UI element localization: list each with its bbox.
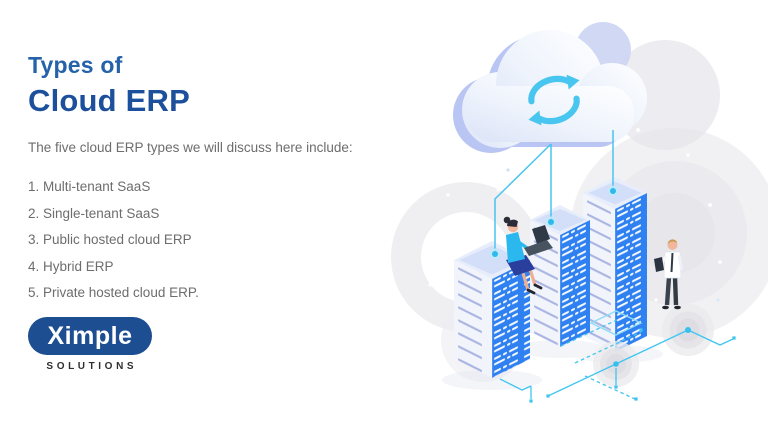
man-tablet-figure bbox=[654, 239, 683, 310]
erp-type-list: 1. Multi-tenant SaaS 2. Single-tenant Sa… bbox=[28, 179, 199, 312]
woman-laptop-figure bbox=[503, 216, 553, 295]
cloud-erp-illustration bbox=[391, 22, 768, 403]
title-line-1: Types of bbox=[28, 52, 123, 78]
network-node bbox=[489, 185, 619, 260]
cloud-icon bbox=[453, 22, 647, 153]
list-item: 1. Multi-tenant SaaS bbox=[28, 179, 151, 194]
ripple-center-dot bbox=[613, 327, 691, 367]
ximple-logo-pill: Ximple bbox=[28, 317, 152, 355]
circuit-node bbox=[529, 328, 736, 403]
list-item: 5. Private hosted cloud ERP. bbox=[28, 285, 199, 300]
sync-icon bbox=[528, 74, 580, 126]
list-item: 3. Public hosted cloud ERP bbox=[28, 232, 192, 247]
ximple-logo: Ximple SOLUTIONS bbox=[28, 317, 152, 372]
connection-line bbox=[494, 130, 614, 252]
page-title: Types of Cloud ERP bbox=[28, 52, 190, 119]
server-tower bbox=[583, 177, 647, 352]
ximple-logo-tagline: SOLUTIONS bbox=[46, 361, 138, 372]
list-item: 4. Hybrid ERP bbox=[28, 258, 114, 274]
title-line-2: Cloud ERP bbox=[28, 83, 190, 118]
list-item: 2. Single-tenant SaaS bbox=[28, 205, 160, 221]
intro-text: The five cloud ERP types we will discuss… bbox=[28, 140, 353, 155]
server-tower bbox=[530, 205, 590, 347]
